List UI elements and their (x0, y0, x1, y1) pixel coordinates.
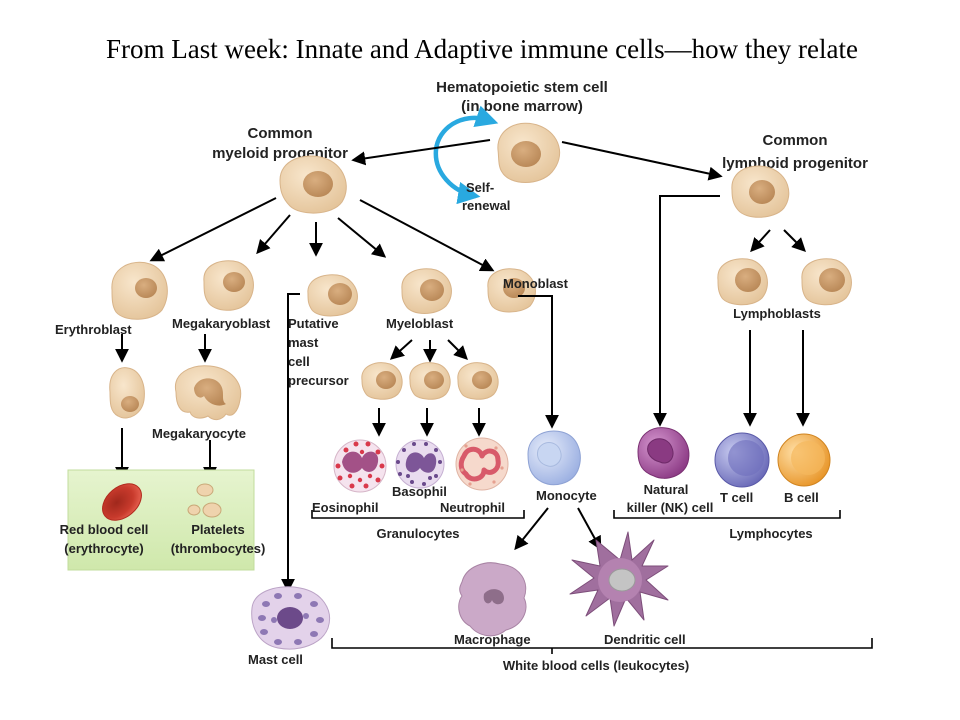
arrow-myeloid-to-erythroblast (149, 197, 277, 262)
red-blood-cell (102, 483, 142, 521)
monoblast-label: Monoblast (503, 276, 569, 291)
basophil-label: Basophil (392, 484, 447, 499)
basophil-cell (395, 439, 445, 489)
rbc-platelet-box (67, 469, 255, 571)
leukocytes-label: White blood cells (leukocytes) (503, 658, 689, 673)
mast-cell (251, 586, 330, 650)
granulocytes-bracket (311, 510, 525, 519)
self-renewal-arrow-icon (433, 105, 499, 205)
t-cell-label: T cell (720, 490, 753, 505)
neutrophil-precursor-cell (457, 362, 499, 400)
arrow-monoblast-to-monocyte (518, 295, 559, 429)
nk-label-line2: killer (NK) cell (627, 500, 714, 515)
arrow-myeloid-to-myeloblast (337, 217, 387, 258)
arrow-myeloid-to-monoblast (359, 199, 495, 272)
rbc-label-line1: Red blood cell (60, 522, 149, 537)
reticulocyte-cell (109, 367, 145, 419)
mast-cell-label: Mast cell (248, 652, 303, 667)
myeloid-label-line1: Common (248, 125, 313, 142)
eosinophil-label: Eosinophil (312, 500, 378, 515)
neutrophil-cell (455, 437, 509, 491)
lymphocytes-label: Lymphocytes (729, 526, 812, 541)
arrow-stem-to-myeloid (351, 139, 491, 166)
granulocytes-label: Granulocytes (376, 526, 459, 541)
megakaryocyte-label: Megakaryocyte (152, 426, 246, 441)
dendritic-cell (569, 531, 669, 627)
hematopoietic-stem-cell (497, 122, 561, 183)
arrow-monocyte-to-macrophage (514, 507, 549, 551)
lymphoblasts-label: Lymphoblasts (733, 306, 821, 321)
platelets-icon (187, 483, 222, 518)
stem-cell-label-line2: (in bone marrow) (461, 98, 583, 115)
self-renewal-label-line1: Self- (466, 180, 494, 195)
lymphoid-label-line1: Common (763, 132, 828, 149)
monocyte-cell (527, 430, 581, 486)
lymphocytes-bracket (613, 510, 841, 519)
self-renewal-label-line2: renewal (462, 198, 510, 213)
megakaryoblast-cell (203, 260, 254, 311)
t-cell (714, 432, 770, 488)
putative-mast-precursor-cell (307, 274, 358, 317)
nk-label-line1: Natural (644, 482, 689, 497)
leukocytes-bracket (331, 638, 873, 649)
eosinophil-precursor-cell (361, 362, 403, 400)
megakaryoblast-label: Megakaryoblast (172, 316, 271, 331)
monoblast-cell (487, 268, 536, 313)
lymphoblast-cell-t (717, 258, 768, 306)
common-myeloid-progenitor-cell (279, 155, 347, 214)
erythroblast-cell (111, 261, 168, 320)
putative-label-line4: precursor (288, 373, 349, 388)
arrow-myeloid-to-megakaryoblast (256, 214, 291, 255)
rbc-label-line2: (erythrocyte) (64, 541, 143, 556)
putative-label-line1: Putative (288, 316, 339, 331)
megakaryocyte-cell (174, 365, 242, 421)
arrow-lymphoid-to-lymphoblast-b (783, 229, 806, 252)
arrow-myeloblast-to-neut-precursor (447, 339, 468, 360)
arrow-to-mast-cell (281, 293, 300, 593)
arrow-myeloblast-to-eos-precursor (389, 339, 413, 360)
common-lymphoid-progenitor-cell (731, 165, 790, 218)
arrow-lymphoid-to-lymphoblast-t (750, 229, 771, 253)
eosinophil-cell (333, 439, 387, 493)
arrow-lymphoid-to-nk (653, 195, 720, 427)
macrophage-cell (458, 562, 527, 637)
neutrophil-label: Neutrophil (440, 500, 505, 515)
arrow-stem-to-lymphoid (561, 141, 723, 181)
page-title: From Last week: Innate and Adaptive immu… (106, 34, 858, 64)
stem-cell-label-line1: Hematopoietic stem cell (436, 79, 608, 96)
myeloblast-cell (401, 268, 452, 314)
b-cell (777, 433, 831, 487)
macrophage-label: Macrophage (454, 632, 531, 647)
basophil-precursor-cell (409, 362, 451, 400)
b-cell-label: B cell (784, 490, 819, 505)
dendritic-label: Dendritic cell (604, 632, 686, 647)
monocyte-label: Monocyte (536, 488, 597, 503)
platelets-label-line1: Platelets (191, 522, 244, 537)
nk-cell (637, 427, 690, 479)
putative-label-line3: cell (288, 354, 310, 369)
putative-label-line2: mast (288, 335, 319, 350)
platelets-label-line2: (thrombocytes) (171, 541, 266, 556)
lymphoblast-cell-b (801, 258, 852, 306)
myeloblast-label: Myeloblast (386, 316, 454, 331)
erythroblast-label: Erythroblast (55, 322, 132, 337)
